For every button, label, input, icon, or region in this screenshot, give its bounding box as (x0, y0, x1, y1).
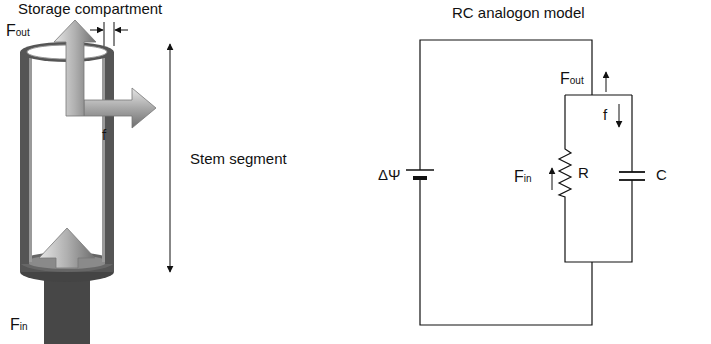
dimension-label: Stem segment (190, 150, 287, 167)
flow-label: Fout (6, 22, 30, 41)
flow-arrow (84, 88, 156, 128)
flow-arrow (54, 20, 96, 116)
voltage-label: ΔΨ (378, 166, 401, 183)
component-label: R (578, 164, 589, 181)
capacitor-symbol (619, 172, 645, 180)
current-label: Fout (560, 70, 584, 89)
component-label: C (656, 166, 667, 183)
heading-label: Storage compartment (18, 0, 162, 17)
current-label: Fin (514, 168, 532, 187)
heading-label: RC analogon model (452, 4, 585, 21)
dimension-mark (170, 44, 171, 272)
battery-symbol (406, 170, 434, 178)
current-arrow (552, 72, 619, 190)
resistor-symbol (559, 145, 571, 200)
current-label: f (603, 106, 607, 123)
dimension-mark (90, 22, 128, 46)
stem-base (44, 276, 90, 344)
flow-arrow (39, 228, 95, 268)
flow-label: Fin (10, 316, 28, 335)
circuit-wire (420, 40, 632, 325)
flow-label: f (102, 126, 106, 143)
